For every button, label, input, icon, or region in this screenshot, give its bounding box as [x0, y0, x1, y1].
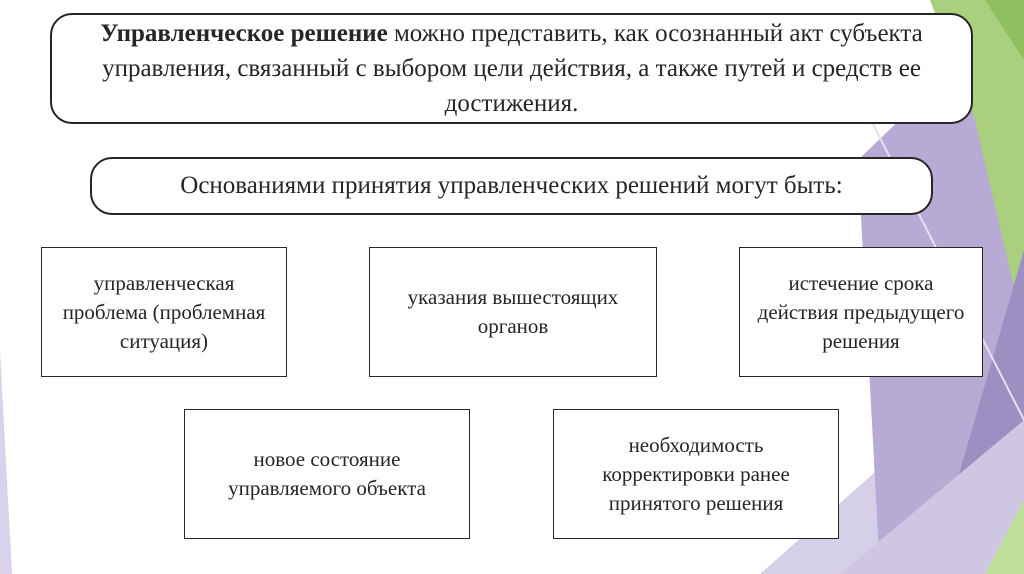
definition-text: Управленческое решение можно представить…	[70, 16, 953, 121]
basis-item-label: новое состояние управляемого объекта	[228, 447, 426, 500]
basis-item-problem: управленческая проблема (проблемная ситу…	[41, 247, 287, 377]
right-decor-green-strip	[930, 0, 1024, 330]
definition-box: Управленческое решение можно представить…	[50, 13, 973, 124]
basis-heading-box: Основаниями принятия управленческих реше…	[90, 157, 933, 215]
basis-item-label: истечение срока действия предыдущего реш…	[757, 270, 965, 353]
basis-item-label: управленческая проблема (проблемная ситу…	[62, 270, 266, 353]
basis-item-label: указания вышестоящих органов	[407, 285, 619, 338]
basis-item-expiration: истечение срока действия предыдущего реш…	[739, 247, 983, 377]
right-decor-green-tip	[985, 0, 1024, 60]
definition-term: Управленческое решение	[100, 20, 388, 47]
basis-item-correction: необходимость корректировки ранее принят…	[553, 409, 839, 539]
right-decor-lavender-light	[840, 420, 1024, 574]
basis-heading: Основаниями принятия управленческих реше…	[180, 172, 843, 199]
basis-item-instructions: указания вышестоящих органов	[369, 247, 657, 377]
left-decor-shape	[0, 350, 12, 574]
definition-body: можно представить, как осознанный акт су…	[102, 20, 923, 117]
basis-item-new-state: новое состояние управляемого объекта	[184, 409, 470, 539]
right-decor-green-bottom	[985, 500, 1024, 574]
basis-item-label: необходимость корректировки ранее принят…	[602, 432, 790, 515]
